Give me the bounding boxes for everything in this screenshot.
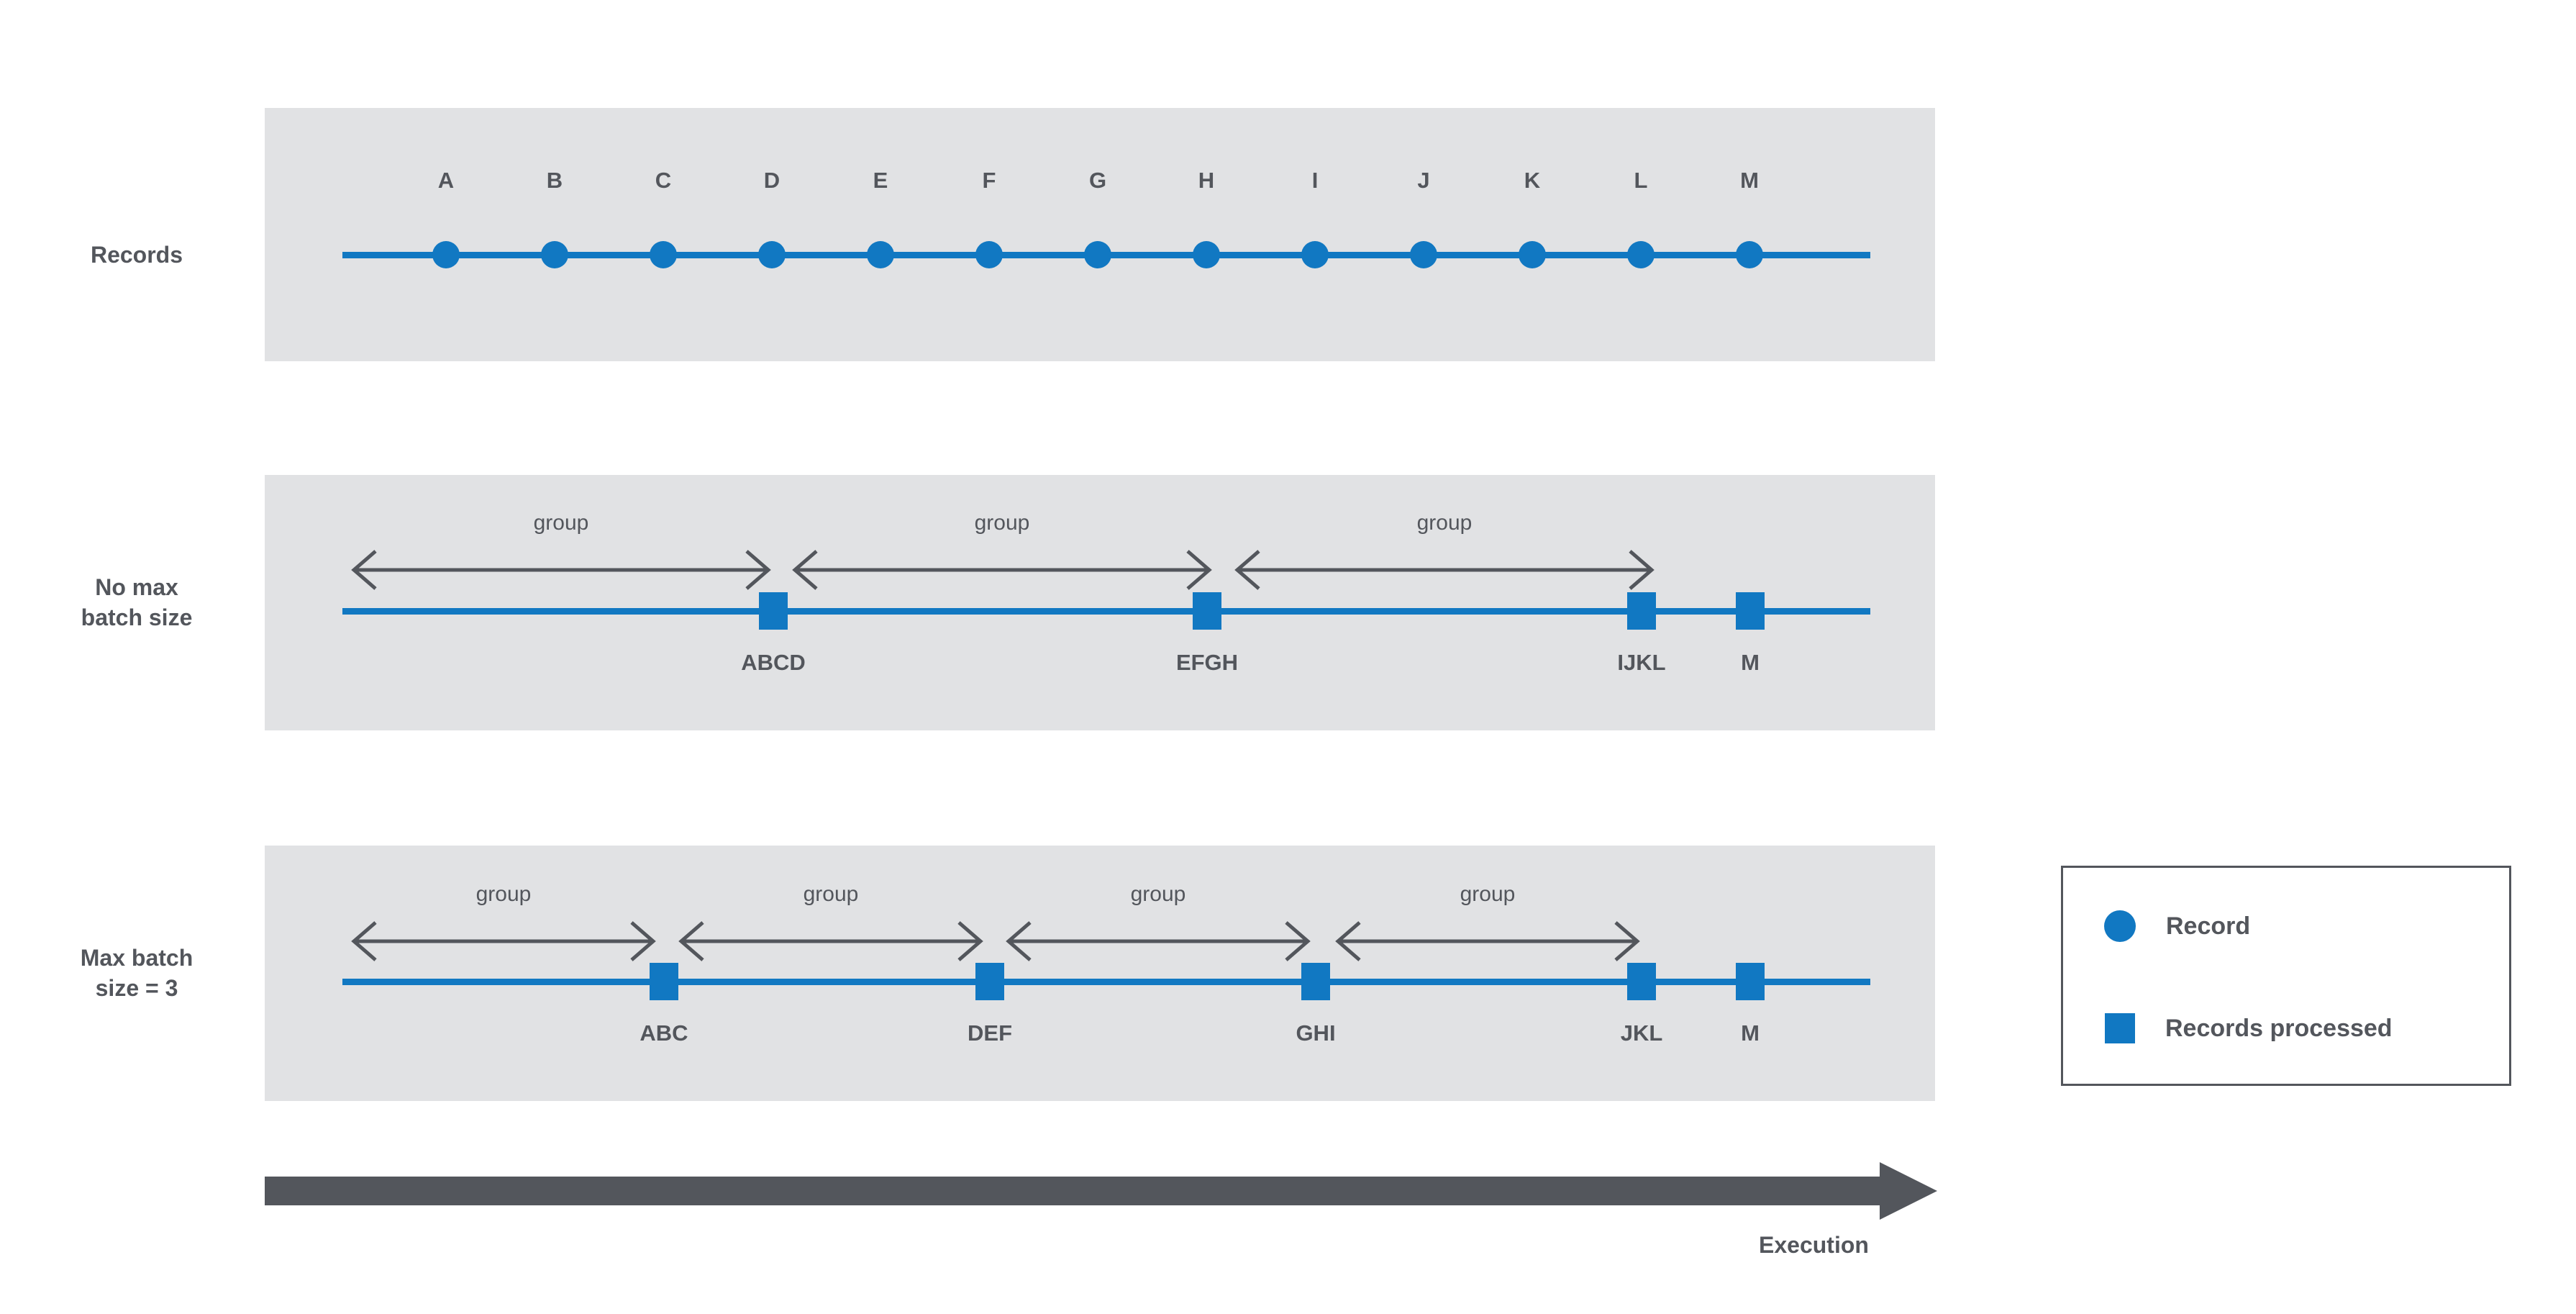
row-label-no-max-batch-size-line-2: batch size	[81, 604, 193, 630]
record-label-i: I	[1311, 168, 1319, 193]
group-arrow-4-row3	[1335, 921, 1640, 961]
record-marker-i[interactable]	[1301, 241, 1329, 268]
record-marker-h[interactable]	[1193, 241, 1220, 268]
record-label-c: C	[655, 168, 672, 193]
record-label-d: D	[763, 168, 780, 193]
legend-box	[2061, 866, 2511, 1086]
legend-label-record: Record	[2166, 912, 2251, 940]
processed-marker-efgh[interactable]	[1193, 592, 1221, 630]
record-marker-m[interactable]	[1736, 241, 1763, 268]
record-label-e: E	[873, 168, 888, 193]
max-batch-size-timeline	[342, 979, 1870, 985]
record-label-h: H	[1198, 168, 1215, 193]
records-processed-square-icon	[2105, 1013, 2135, 1043]
group-label-1-row3: group	[475, 882, 532, 906]
record-label-g: G	[1088, 168, 1107, 193]
legend-item-record: Record	[2104, 910, 2250, 942]
group-label-3-row3: group	[1130, 882, 1186, 906]
processed-label-m-row2: M	[1741, 650, 1760, 675]
record-marker-e[interactable]	[867, 241, 894, 268]
group-label-2-row3: group	[803, 882, 859, 906]
processed-label-def: DEF	[968, 1020, 1012, 1046]
processed-label-jkl: JKL	[1620, 1020, 1663, 1046]
processed-marker-ghi[interactable]	[1301, 963, 1330, 1000]
record-marker-g[interactable]	[1084, 241, 1111, 268]
record-marker-k[interactable]	[1519, 241, 1546, 268]
record-marker-b[interactable]	[541, 241, 568, 268]
processed-marker-m-row3[interactable]	[1736, 963, 1765, 1000]
no-max-batch-size-timeline	[342, 608, 1870, 615]
records-panel	[265, 108, 1935, 361]
record-label-a: A	[437, 168, 455, 193]
record-circle-icon	[2104, 910, 2136, 942]
group-label-2-row2: group	[974, 511, 1030, 535]
processed-label-abc: ABC	[640, 1020, 688, 1046]
record-marker-d[interactable]	[758, 241, 786, 268]
group-label-3-row2: group	[1416, 511, 1473, 535]
row-label-max-batch-size-line-1: Max batch	[80, 945, 194, 971]
processed-label-ghi: GHI	[1296, 1020, 1336, 1046]
record-label-m: M	[1740, 168, 1759, 193]
row-label-no-max-batch-size: No max batch size	[29, 572, 245, 633]
row-label-records-line-1: Records	[90, 242, 183, 268]
group-arrow-2-row2	[792, 550, 1212, 590]
processed-label-abcd: ABCD	[741, 650, 806, 675]
record-marker-f[interactable]	[975, 241, 1003, 268]
row-label-records: Records	[29, 240, 245, 270]
record-label-j: J	[1417, 168, 1430, 193]
group-label-4-row3: group	[1460, 882, 1516, 906]
group-label-1-row2: group	[533, 511, 589, 535]
record-marker-j[interactable]	[1410, 241, 1437, 268]
execution-axis	[265, 1162, 1941, 1220]
legend-label-records-processed: Records processed	[2165, 1014, 2393, 1042]
processed-marker-abcd[interactable]	[759, 592, 788, 630]
group-arrow-2-row3	[678, 921, 983, 961]
record-marker-c[interactable]	[650, 241, 677, 268]
group-arrow-1-row2	[351, 550, 771, 590]
processed-marker-def[interactable]	[975, 963, 1004, 1000]
legend-item-records-processed: Records processed	[2105, 1013, 2393, 1043]
row-label-max-batch-size-line-2: size = 3	[95, 975, 178, 1001]
processed-marker-jkl[interactable]	[1627, 963, 1656, 1000]
no-max-batch-size-panel	[265, 475, 1935, 730]
record-marker-l[interactable]	[1627, 241, 1655, 268]
record-label-l: L	[1634, 168, 1648, 193]
processed-marker-m-row2[interactable]	[1736, 592, 1765, 630]
processed-marker-ijkl[interactable]	[1627, 592, 1656, 630]
row-label-no-max-batch-size-line-1: No max	[95, 574, 178, 600]
execution-axis-label: Execution	[1759, 1232, 1869, 1258]
processed-label-efgh: EFGH	[1175, 650, 1239, 675]
row-label-max-batch-size: Max batch size = 3	[29, 943, 245, 1003]
processed-label-m-row3: M	[1741, 1020, 1760, 1046]
record-label-f: F	[982, 168, 996, 193]
execution-arrow-icon	[265, 1162, 1937, 1220]
record-marker-a[interactable]	[432, 241, 460, 268]
record-label-b: B	[546, 168, 563, 193]
group-arrow-3-row3	[1006, 921, 1311, 961]
group-arrow-1-row3	[351, 921, 656, 961]
processed-label-ijkl: IJKL	[1617, 650, 1666, 675]
group-arrow-3-row2	[1234, 550, 1655, 590]
max-batch-size-panel	[265, 846, 1935, 1101]
processed-marker-abc[interactable]	[650, 963, 678, 1000]
record-label-k: K	[1524, 168, 1541, 193]
